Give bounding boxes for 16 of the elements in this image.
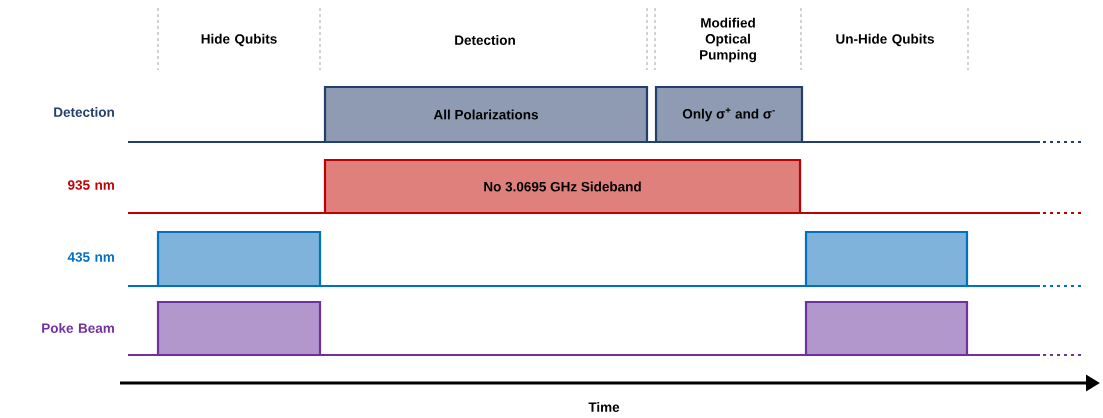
pulse-box: Only σ$^{+}$ and σ$^{-}$ [654,85,804,144]
pulse-box: All Polarizations [323,85,649,144]
row-label: Poke Beam [42,323,114,333]
phase-heading: Hide Qubits [201,33,277,47]
phase-heading: Un-Hide Qubits [836,33,934,47]
row-label: 435 nm [67,252,114,262]
pulse-box [156,230,322,288]
pulse-box [804,230,969,288]
pulse-box: No 3.0695 GHz Sideband [323,158,802,215]
phase-heading: Detection [455,35,515,45]
row-label: Detection [54,107,114,117]
row-label: 935 nm [68,180,114,190]
axis-label: Time [588,402,620,412]
phase-heading: Modified Optical Pumping [700,17,756,63]
pulse-box [156,300,322,357]
pulse-box [804,300,969,357]
